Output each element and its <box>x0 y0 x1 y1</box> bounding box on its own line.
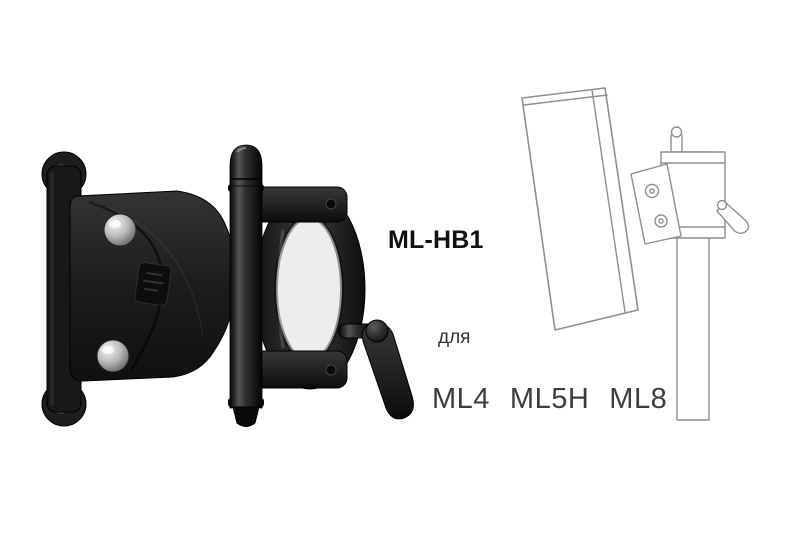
model-ml4: ML4 <box>432 383 490 415</box>
model-ml5h: ML5H <box>509 383 590 415</box>
for-label: для <box>438 327 471 348</box>
diagram-lever <box>716 201 750 235</box>
mounting-diagram <box>495 78 755 428</box>
screw-bottom <box>96 339 130 373</box>
hinge-pin <box>228 144 264 427</box>
clamp-lever <box>338 319 414 420</box>
product-model-title: ML-HB1 <box>388 226 484 254</box>
bracket-photo-illustration <box>41 144 414 427</box>
clamp-ring <box>250 186 366 390</box>
speaker-box <box>521 87 639 331</box>
bracket-plate <box>630 163 682 245</box>
model-ml8: ML8 <box>609 383 668 415</box>
main-plate <box>69 190 237 382</box>
screw-top <box>103 213 137 247</box>
embossed-logo <box>134 262 172 306</box>
bracket-photo <box>25 130 420 430</box>
mounting-diagram-illustration <box>521 87 750 421</box>
compatible-models: ML4 ML5H ML8 <box>432 383 667 416</box>
